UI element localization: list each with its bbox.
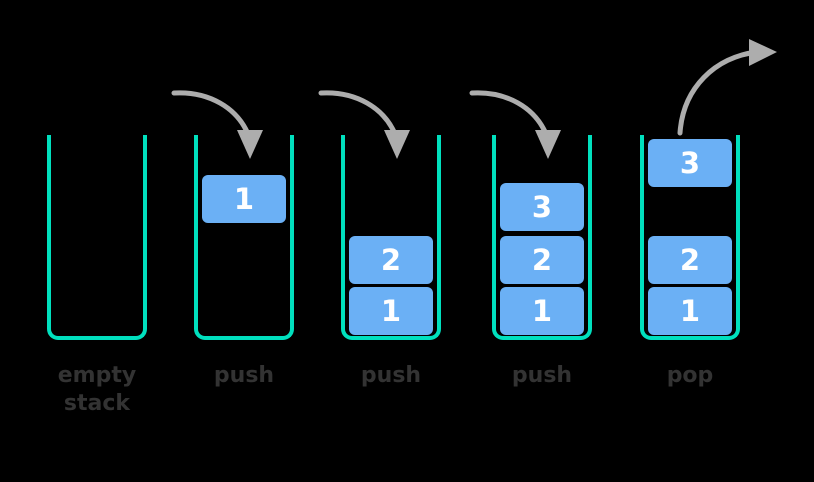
stack-item: 1 (500, 287, 584, 335)
stack-caption-push: push (511, 363, 573, 388)
stack-item-popped: 3 (648, 139, 732, 187)
stack-container (341, 135, 441, 340)
stack-item: 3 (500, 183, 584, 231)
stack-container (640, 135, 740, 340)
pop-arrow-icon (677, 39, 777, 136)
stack-column-push-3: 3 2 1 push (469, 0, 592, 482)
stack-column-empty: empty stack (47, 0, 147, 482)
stack-column-pop: 3 2 1 pop (640, 0, 777, 482)
stack-item: 1 (349, 287, 433, 335)
stack-container (492, 135, 592, 340)
stack-caption-push: push (213, 363, 275, 388)
stack-column-push-2: 2 1 push (318, 0, 441, 482)
stack-caption-pop: pop (666, 363, 714, 388)
stack-item: 2 (500, 236, 584, 284)
stack-caption-empty: empty stack (57, 363, 137, 416)
stack-container (194, 135, 294, 340)
stack-caption-push: push (360, 363, 422, 388)
stack-column-push-1: 1 push (171, 0, 294, 482)
stack-container (47, 135, 147, 340)
stack-item: 2 (349, 236, 433, 284)
stack-item: 1 (202, 175, 286, 223)
stack-item: 1 (648, 287, 732, 335)
stack-item: 2 (648, 236, 732, 284)
